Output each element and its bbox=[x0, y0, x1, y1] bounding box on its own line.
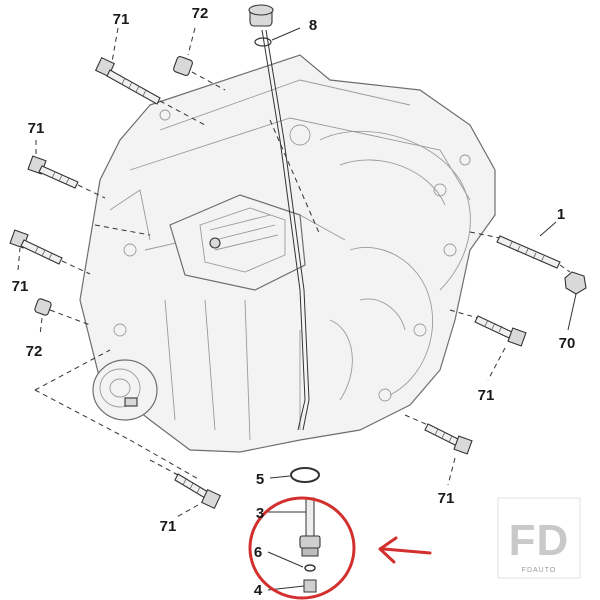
highlight-circle bbox=[248, 496, 356, 600]
drain-plug-assembly bbox=[267, 467, 321, 593]
callout-71: 71 bbox=[12, 278, 29, 295]
sealing-ring-5 bbox=[290, 467, 320, 483]
bolt-71-left-upper bbox=[27, 140, 106, 199]
callout-72: 72 bbox=[26, 343, 43, 360]
bolt-71-left-middle bbox=[9, 229, 91, 275]
watermark-caption: FDAUTO bbox=[522, 567, 557, 574]
callout-71: 71 bbox=[478, 387, 495, 404]
bolt-1-right bbox=[469, 221, 561, 269]
bolt-71-right-middle bbox=[449, 309, 527, 381]
oil-cooler bbox=[92, 359, 158, 421]
watermark-mark: FD bbox=[509, 516, 570, 565]
bolt-71-bottom-left bbox=[149, 459, 222, 519]
callout-1: 1 bbox=[557, 206, 565, 223]
callout-3: 3 bbox=[256, 505, 264, 522]
arrow-left-icon bbox=[378, 536, 432, 564]
callout-72: 72 bbox=[192, 5, 209, 22]
callout-71: 71 bbox=[113, 11, 130, 28]
nut-70-right bbox=[559, 264, 587, 331]
callout-8: 8 bbox=[309, 17, 317, 34]
bolt-71-right-lower bbox=[404, 414, 473, 486]
callout-labels: 71 72 8 71 1 71 70 72 71 71 5 71 71 3 6 … bbox=[12, 5, 576, 599]
drain-tube-3 bbox=[305, 497, 315, 537]
valve-body-plate bbox=[169, 194, 306, 291]
callout-71: 71 bbox=[28, 120, 45, 137]
callout-71: 71 bbox=[160, 518, 177, 535]
plug-4 bbox=[303, 579, 317, 593]
callout-71: 71 bbox=[438, 490, 455, 507]
callout-70: 70 bbox=[559, 335, 576, 352]
callout-4: 4 bbox=[254, 582, 263, 599]
callout-5: 5 bbox=[256, 471, 264, 488]
callout-6: 6 bbox=[254, 544, 262, 561]
fdauto-watermark: FD FDAUTO bbox=[497, 497, 581, 579]
filler-cap bbox=[248, 4, 301, 47]
washer-6 bbox=[304, 564, 316, 572]
housing-dashed-outline bbox=[34, 224, 201, 481]
dowel-72-left bbox=[34, 298, 91, 336]
dowel-72-top bbox=[173, 27, 226, 91]
bolt-71-top-left bbox=[94, 27, 206, 126]
highlight-marker bbox=[248, 496, 432, 600]
dipstick-tube bbox=[261, 29, 321, 431]
drain-plug-head bbox=[299, 535, 321, 549]
